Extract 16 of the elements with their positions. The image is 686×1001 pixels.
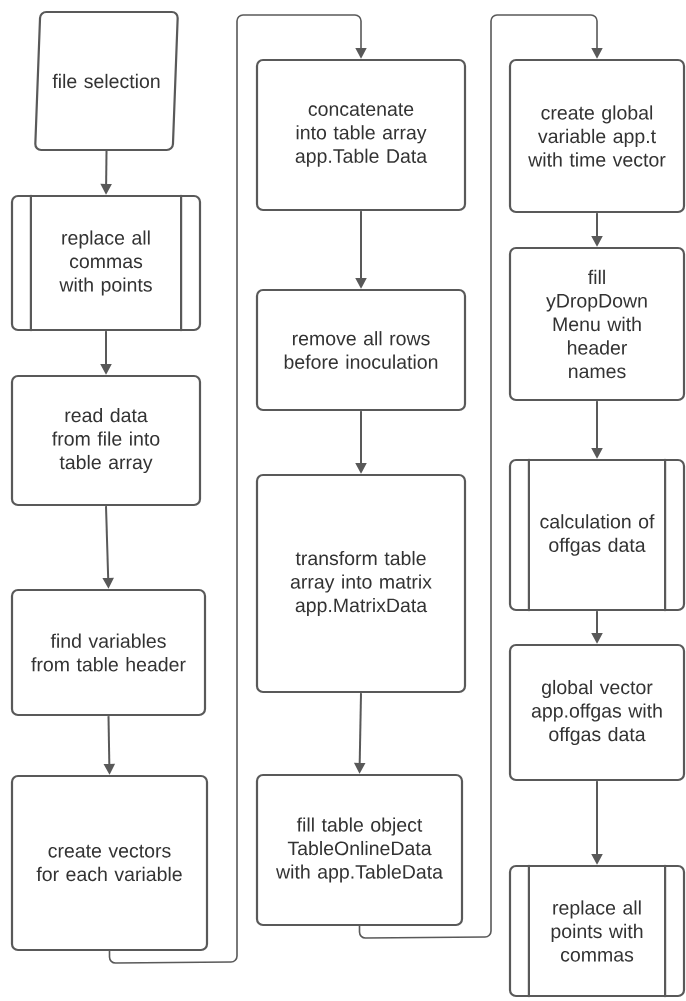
arrow [358,14,603,939]
process-box: read data from file into table array [10,374,202,507]
process-box: find variables from table header [10,588,207,717]
subprocess-box: replace all commas with points [10,194,202,332]
arrow [108,14,367,964]
subprocess-box: calculation of offgas data [508,458,686,612]
subprocess-box: replace all points with commas [508,864,686,998]
process-box: concatenate into table array app.Table Data [255,58,467,212]
process-box: transform table array into matrix app.MatrixData [255,473,467,694]
process-box: create vectors for each variable [10,774,209,952]
input-parallelogram: file selection [34,10,179,152]
process-box: global vector app.offgas with offgas data [508,643,686,782]
process-box: create global variable app.t with time vector [508,58,686,214]
process-box: fill table object TableOnlineData with app.TableData [255,773,464,927]
process-box: fill yDropDown Menu with header names [508,246,686,402]
process-box: remove all rows before inoculation [255,288,467,412]
